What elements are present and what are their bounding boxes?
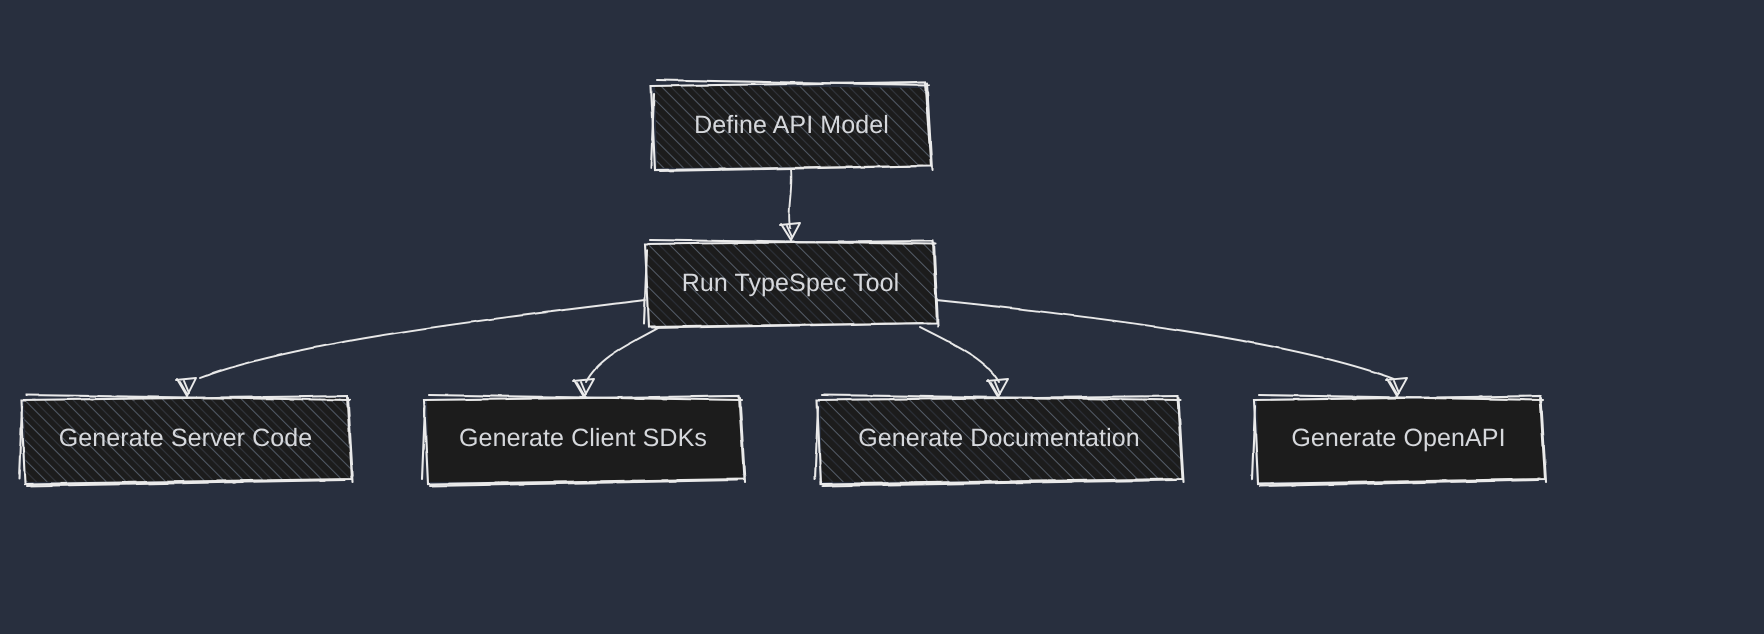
arrowheads: [175, 222, 1408, 398]
diagram-edges: [199, 169, 1395, 383]
arrowhead-run-to-server: [175, 377, 197, 397]
node-generate-server-code[interactable]: [17, 393, 355, 488]
edge-define-to-run: [788, 169, 793, 229]
node-generate-openapi[interactable]: [1250, 393, 1548, 488]
arrowhead-run-to-docs: [986, 378, 1009, 398]
edge-run-to-openapi: [935, 299, 1395, 380]
edge-run-to-docs: [919, 326, 1000, 383]
arrowhead-run-to-openapi: [1385, 377, 1408, 397]
arrowhead-define-to-run: [779, 222, 801, 241]
node-shapes: [17, 78, 1548, 488]
node-generate-documentation[interactable]: [813, 393, 1186, 488]
node-define-api-model[interactable]: [649, 78, 934, 173]
node-generate-client-sdks[interactable]: [420, 393, 747, 488]
edge-run-to-sdks: [585, 326, 661, 383]
arrowhead-run-to-sdks: [572, 378, 595, 398]
edge-run-to-server: [199, 299, 646, 379]
node-run-typespec-tool[interactable]: [642, 238, 940, 330]
